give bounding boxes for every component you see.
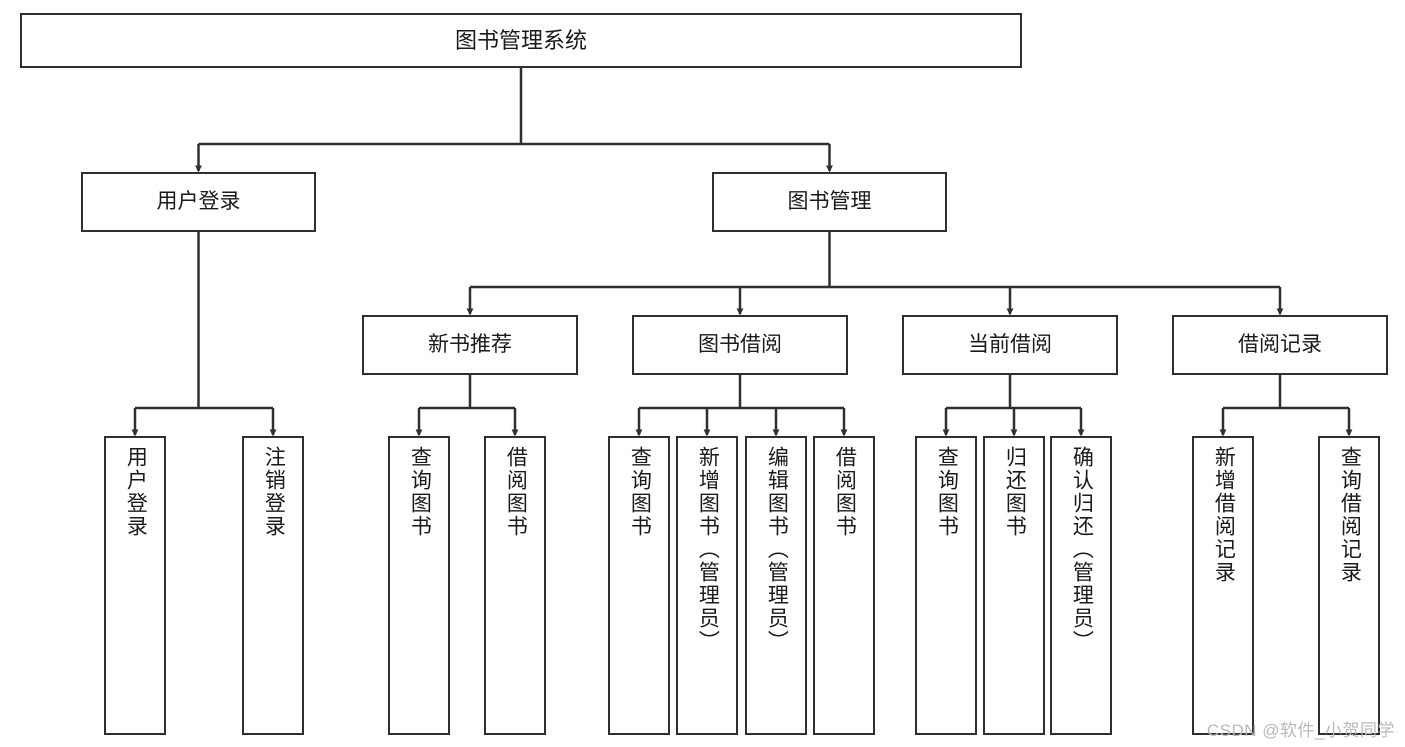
node-label: 查询图书 (408, 446, 432, 538)
node-label: 新增图书（管理员） (696, 446, 720, 653)
node-label: 图书管理系统 (454, 27, 587, 53)
node-label: 查询图书 (935, 446, 959, 538)
node-leaf-borrow-book-2[interactable]: 借阅图书 (813, 436, 875, 735)
node-leaf-edit-book[interactable]: 编辑图书（管理员） (745, 436, 807, 735)
node-label: 借阅记录 (1238, 332, 1322, 356)
node-leaf-user-login[interactable]: 用户登录 (104, 436, 166, 735)
node-label: 确认归还（管理员） (1070, 446, 1094, 653)
node-leaf-add-book[interactable]: 新增图书（管理员） (676, 436, 738, 735)
node-l3-borrow-record[interactable]: 借阅记录 (1172, 315, 1388, 375)
node-label: 归还图书 (1003, 446, 1027, 538)
node-leaf-borrow-book-1[interactable]: 借阅图书 (484, 436, 546, 735)
node-label: 用户登录 (156, 189, 241, 213)
node-l2-user-login[interactable]: 用户登录 (81, 172, 316, 232)
node-leaf-query-book-2[interactable]: 查询图书 (608, 436, 670, 735)
node-leaf-add-record[interactable]: 新增借阅记录 (1192, 436, 1254, 735)
watermark: CSDN @软件_小贺同学 (1206, 721, 1395, 740)
node-l2-book-manage[interactable]: 图书管理 (712, 172, 947, 232)
node-leaf-query-record[interactable]: 查询借阅记录 (1318, 436, 1380, 735)
node-label: 用户登录 (124, 446, 148, 538)
node-leaf-logout[interactable]: 注销登录 (242, 436, 304, 735)
node-leaf-query-book-1[interactable]: 查询图书 (388, 436, 450, 735)
node-leaf-return-book[interactable]: 归还图书 (983, 436, 1045, 735)
node-l3-current-borrow[interactable]: 当前借阅 (902, 315, 1118, 375)
node-label: 图书借阅 (698, 332, 782, 356)
node-leaf-query-book-3[interactable]: 查询图书 (915, 436, 977, 735)
node-label: 查询图书 (628, 446, 652, 538)
node-label: 查询借阅记录 (1338, 446, 1362, 584)
node-label: 借阅图书 (833, 446, 857, 538)
node-label: 新增借阅记录 (1212, 446, 1236, 584)
node-leaf-confirm-return[interactable]: 确认归还（管理员） (1050, 436, 1112, 735)
node-label: 新书推荐 (428, 332, 512, 356)
node-l3-new-book-rec[interactable]: 新书推荐 (362, 315, 578, 375)
node-label: 注销登录 (262, 446, 286, 538)
node-label: 图书管理 (787, 189, 872, 213)
node-label: 编辑图书（管理员） (765, 446, 789, 653)
node-root[interactable]: 图书管理系统 (20, 13, 1022, 68)
node-label: 借阅图书 (504, 446, 528, 538)
node-l3-book-borrow[interactable]: 图书借阅 (632, 315, 848, 375)
node-label: 当前借阅 (968, 332, 1052, 356)
